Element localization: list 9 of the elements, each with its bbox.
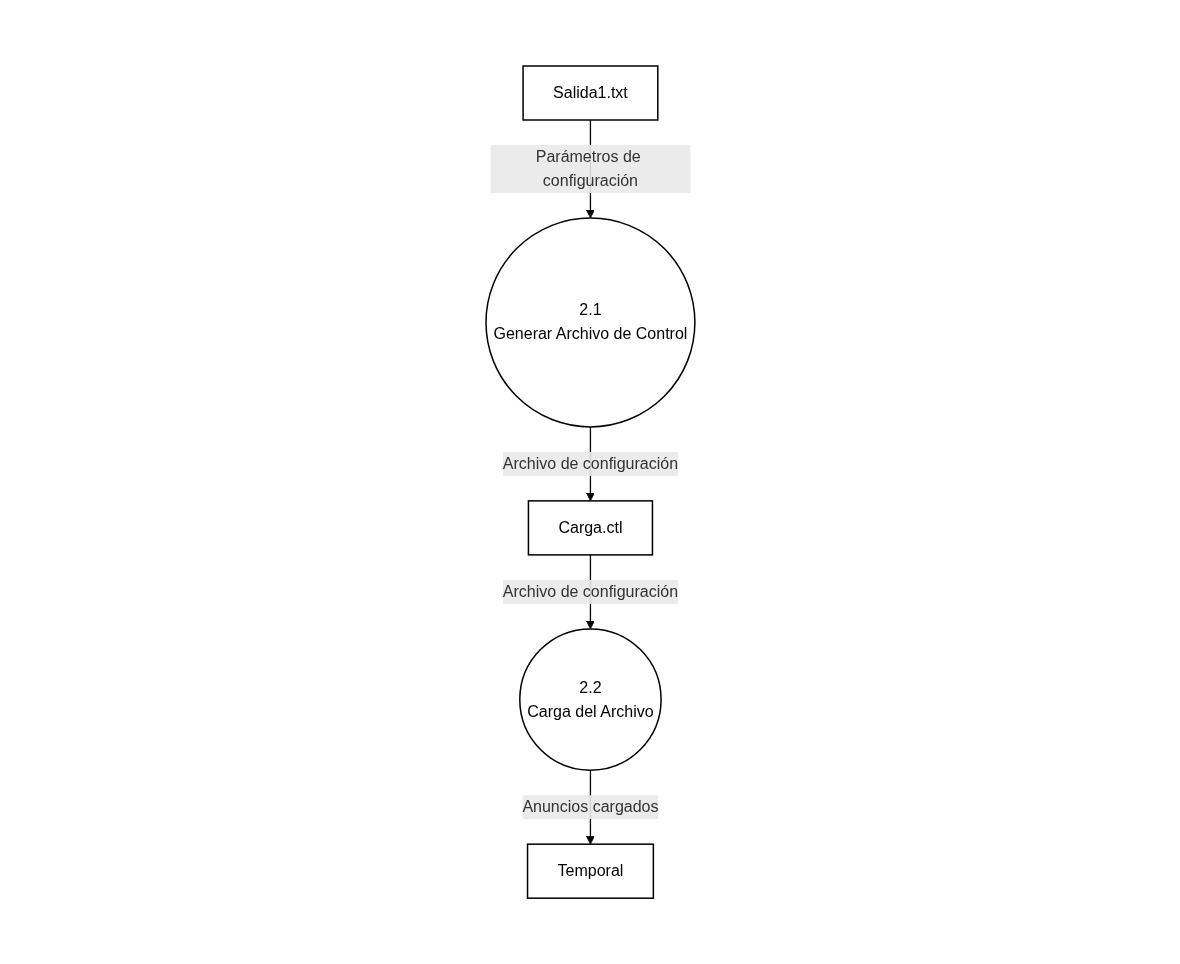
edge-label: Parámetros de configuración (535, 147, 641, 189)
node-box: Carga.ctl (527, 500, 653, 556)
node-circle: 2.1 Generar Archivo de Control (484, 217, 696, 428)
edge-label: Archivo de configuración (502, 454, 678, 472)
node-circle: 2.2 Carga del Archivo (518, 628, 662, 771)
edge-label: Archivo de configuración (502, 582, 678, 600)
node-box: Salida1.txt (521, 65, 659, 121)
edge-label: Anuncios cargados (521, 798, 659, 816)
node-box: Temporal (526, 843, 654, 899)
